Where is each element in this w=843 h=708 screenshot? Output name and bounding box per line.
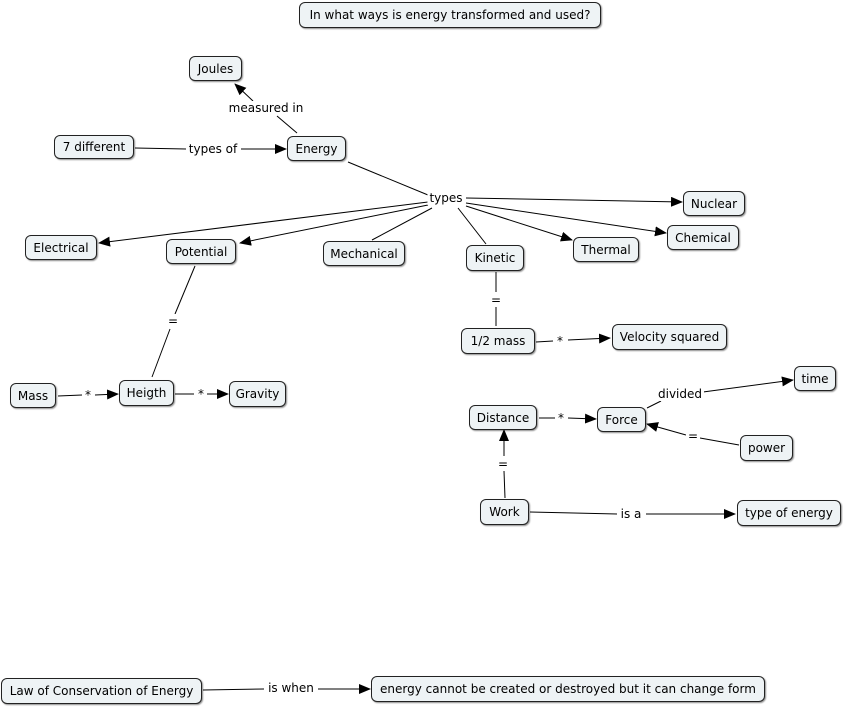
node-energy[interactable]: Energy (287, 136, 346, 161)
edge-types-mechanical (371, 207, 433, 241)
edge-force-divided (646, 400, 662, 409)
edge-measured-in-joules (234, 83, 254, 102)
label-equals-kinetic: = (488, 293, 504, 307)
node-kinetic[interactable]: Kinetic (466, 245, 524, 271)
node-seven-different[interactable]: 7 different (54, 135, 134, 159)
edge-law-is-when (202, 688, 265, 691)
node-force[interactable]: Force (597, 407, 646, 432)
label-times-distance: * (556, 411, 566, 425)
edge-types-kinetic (457, 207, 487, 245)
node-question[interactable]: In what ways is energy transformed and u… (299, 2, 601, 28)
edge-eq-force (646, 422, 687, 436)
node-power[interactable]: power (740, 435, 793, 461)
edge-eq-heigth (151, 328, 171, 378)
node-joules[interactable]: Joules (189, 56, 242, 81)
node-potential[interactable]: Potential (166, 239, 236, 264)
edge-power-eq (699, 437, 740, 446)
label-equals-power: = (685, 429, 701, 443)
label-divided: divided (655, 387, 705, 401)
label-is-when: is when (266, 681, 316, 695)
label-measured-in: measured in (226, 101, 306, 115)
edge-types-nuclear (465, 196, 683, 207)
node-electrical[interactable]: Electrical (25, 235, 97, 260)
edge-work-eq (503, 470, 506, 499)
node-nuclear[interactable]: Nuclear (683, 191, 745, 216)
edge-types-electrical (98, 201, 429, 247)
edge-types-thermal (465, 205, 573, 242)
label-times-mass: * (83, 388, 93, 402)
label-types-of: types of (186, 142, 240, 156)
node-type-of-energy[interactable]: type of energy (737, 500, 841, 526)
node-velocity-squared[interactable]: Velocity squared (612, 324, 727, 350)
edge-halfmass-times (535, 340, 554, 343)
edge-work-is-a (529, 511, 618, 515)
label-equals-potential: = (165, 314, 181, 328)
node-time[interactable]: time (794, 366, 836, 391)
edge-times-heigth (94, 389, 119, 400)
node-distance[interactable]: Distance (469, 405, 537, 430)
edge-energy-types (347, 161, 429, 196)
edge-times-force (567, 413, 597, 424)
label-times-half-mass: * (555, 334, 565, 348)
edge-energy-measured-in (276, 115, 298, 134)
node-thermal[interactable]: Thermal (573, 237, 639, 262)
node-chemical[interactable]: Chemical (667, 225, 739, 250)
edge-types-chemical (465, 202, 667, 237)
edge-seven-types-of (134, 147, 187, 150)
node-heigth[interactable]: Heigth (119, 380, 174, 406)
node-law-of-conservation[interactable]: Law of Conservation of Energy (1, 678, 202, 704)
label-equals-work: = (495, 457, 511, 471)
node-mechanical[interactable]: Mechanical (323, 241, 405, 266)
node-mass[interactable]: Mass (10, 383, 56, 408)
label-times-heigth: * (196, 387, 206, 401)
node-gravity[interactable]: Gravity (229, 381, 286, 407)
label-types: types (427, 191, 465, 205)
edge-mass-times (57, 394, 83, 397)
label-is-a: is a (618, 507, 644, 521)
edge-divided-time (702, 376, 794, 393)
node-half-mass[interactable]: 1/2 mass (461, 328, 535, 354)
node-work[interactable]: Work (480, 499, 529, 525)
edge-times-velocity (567, 333, 611, 344)
edge-types-potential (239, 204, 429, 246)
node-energy-cannot-be-created[interactable]: energy cannot be created or destroyed bu… (371, 676, 765, 702)
edge-potential-eq (174, 265, 196, 315)
